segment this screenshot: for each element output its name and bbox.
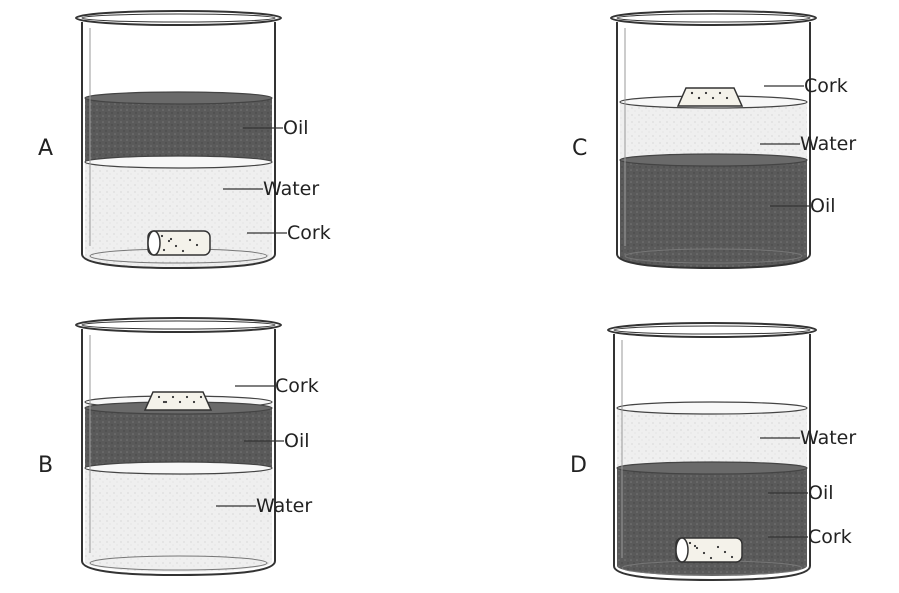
label-cork: Cork (287, 222, 331, 244)
label-cork: Cork (275, 375, 319, 397)
label-water: Water (800, 133, 856, 155)
beaker-letter: C (572, 136, 587, 161)
oil-layer (85, 408, 272, 478)
oil-layer (620, 160, 807, 268)
beaker-rim (607, 322, 817, 338)
cork (147, 230, 211, 256)
label-oil: Oil (283, 117, 309, 139)
water-layer (617, 408, 807, 478)
beaker-letter: A (38, 136, 53, 161)
oil-layer (617, 468, 807, 576)
label-cork: Cork (808, 526, 852, 548)
beaker-wall (81, 22, 276, 270)
label-oil: Oil (284, 430, 310, 452)
beaker-wall (81, 329, 276, 577)
cork (675, 537, 743, 563)
beaker-rim (75, 317, 282, 333)
water-layer (620, 102, 807, 170)
label-cork: Cork (804, 75, 848, 97)
label-oil: Oil (810, 195, 836, 217)
beaker-letter: B (38, 453, 53, 478)
label-water: Water (256, 495, 312, 517)
beaker-wall (616, 22, 811, 270)
label-water: Water (263, 178, 319, 200)
beaker-wall (613, 334, 811, 582)
cork (676, 87, 744, 107)
label-water: Water (800, 427, 856, 449)
beaker-letter: D (570, 453, 587, 478)
beaker-rim (610, 10, 817, 26)
label-oil: Oil (808, 482, 834, 504)
oil-layer (85, 98, 272, 172)
cork (143, 391, 213, 411)
water-layer (85, 468, 272, 572)
beaker-rim (75, 10, 282, 26)
